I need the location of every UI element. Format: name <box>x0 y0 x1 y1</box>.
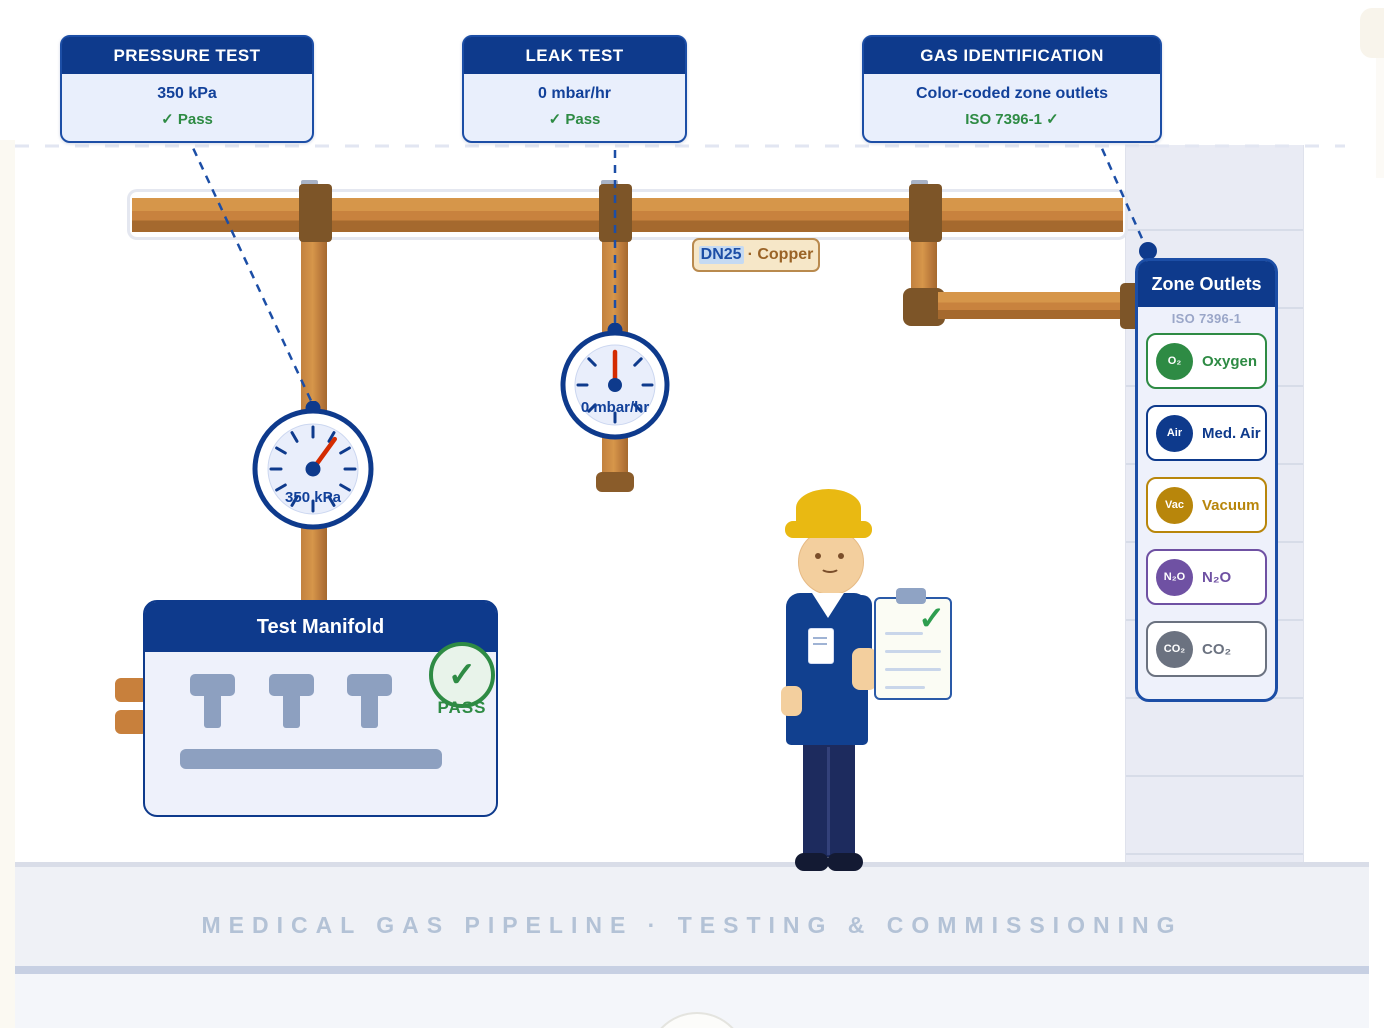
callout-status: ISO 7396-1 ✓ <box>965 111 1059 128</box>
gas-name: N₂O <box>1202 568 1232 586</box>
zone-outlets-panel: Zone Outlets ISO 7396-1 O₂ Oxygen Air Me… <box>1135 258 1278 702</box>
technician-eye <box>838 553 844 559</box>
gas-card-n2o: N₂O N₂O <box>1146 549 1267 605</box>
callout-value: Color-coded zone outlets <box>916 85 1108 102</box>
gas-name: Med. Air <box>1202 424 1261 442</box>
gas-symbol-badge: N₂O <box>1156 558 1193 596</box>
gas-name: Oxygen <box>1202 352 1258 370</box>
id-badge <box>808 628 834 664</box>
gas-symbol-badge: CO₂ <box>1156 630 1193 668</box>
callout-title: PRESSURE TEST <box>62 37 312 74</box>
pipe-spec-dn: DN25 <box>698 246 744 264</box>
callout-leak-test: LEAK TEST 0 mbar/hr ✓ Pass <box>462 35 687 143</box>
deck-edge-right <box>1376 58 1384 178</box>
gas-card-medical-air: Air Med. Air <box>1146 405 1267 461</box>
technician-eye <box>815 553 821 559</box>
check-icon: ✓ <box>447 656 477 694</box>
deck-edge-left <box>0 140 15 1028</box>
footer-caption: MEDICAL GAS PIPELINE · TESTING & COMMISS… <box>201 912 1183 938</box>
gauge-dial <box>560 322 670 440</box>
gas-symbol-badge: O₂ <box>1156 342 1193 380</box>
gas-card-oxygen: O₂ Oxygen <box>1146 333 1267 389</box>
pipe-end-cap <box>596 472 634 492</box>
manifold-stub <box>115 678 148 702</box>
gas-symbol-badge: Air <box>1156 414 1193 452</box>
manifold-title: Test Manifold <box>145 602 496 652</box>
pipe-spec-material: · Copper <box>747 246 814 263</box>
gas-card-vacuum: Vac Vacuum <box>1146 477 1267 533</box>
gauge-reading: 0 mbar/hr <box>580 399 650 416</box>
tee-fitting-3 <box>909 184 942 242</box>
pass-badge: ✓ <box>429 642 495 708</box>
gas-card-co2: CO₂ CO₂ <box>1146 621 1267 677</box>
gas-symbol-badge: Vac <box>1156 486 1193 524</box>
callout-title: GAS IDENTIFICATION <box>864 37 1160 74</box>
manifold-valve <box>347 674 392 728</box>
technician-hand <box>852 648 877 690</box>
floor-band <box>15 862 1369 966</box>
callout-value: 0 mbar/hr <box>538 85 611 102</box>
technician-smile <box>820 561 840 573</box>
gas-name: Vacuum <box>1202 496 1260 514</box>
leak-gauge: 0 mbar/hr <box>560 322 670 441</box>
gauge-reading: 350 kPa <box>285 489 341 506</box>
callout-title: LEAK TEST <box>464 37 685 74</box>
zone-feed-pipe <box>938 292 1128 319</box>
iso-standard-label: ISO 7396-1 <box>1171 311 1242 326</box>
manifold-body-bar <box>180 749 442 769</box>
next-card-corner <box>1360 8 1384 58</box>
callout-pressure-test: PRESSURE TEST 350 kPa ✓ Pass <box>60 35 314 143</box>
callout-status: ✓ Pass <box>548 111 601 128</box>
gauge-dial <box>252 400 374 530</box>
clipboard: ✓ <box>874 597 952 700</box>
technician-shoe <box>827 853 863 871</box>
tee-fitting-2 <box>599 184 632 242</box>
technician-hand <box>781 686 802 716</box>
manifold-valve <box>269 674 314 728</box>
pipe-spec-label: DN25 · Copper <box>692 238 820 272</box>
test-manifold: Test Manifold ✓ PASS <box>143 600 498 817</box>
gas-name: CO₂ <box>1202 640 1232 658</box>
clipboard-clip <box>896 588 926 604</box>
manifold-stub <box>115 710 148 734</box>
floor-strip <box>15 966 1369 974</box>
callout-gas-identification: GAS IDENTIFICATION Color-coded zone outl… <box>862 35 1162 143</box>
hard-hat-brim <box>785 521 872 538</box>
pressure-gauge: 350 kPa <box>251 400 375 531</box>
technician-shoe <box>795 853 829 871</box>
hard-hat <box>796 489 861 527</box>
checkmark-icon: ✓ <box>918 600 945 636</box>
tee-fitting-1 <box>299 184 332 242</box>
manifold-valve <box>190 674 235 728</box>
callout-status: ✓ Pass <box>161 111 213 128</box>
zone-outlets-title: Zone Outlets <box>1138 261 1275 307</box>
pass-label: PASS <box>437 698 487 717</box>
callout-value: 350 kPa <box>157 85 217 102</box>
